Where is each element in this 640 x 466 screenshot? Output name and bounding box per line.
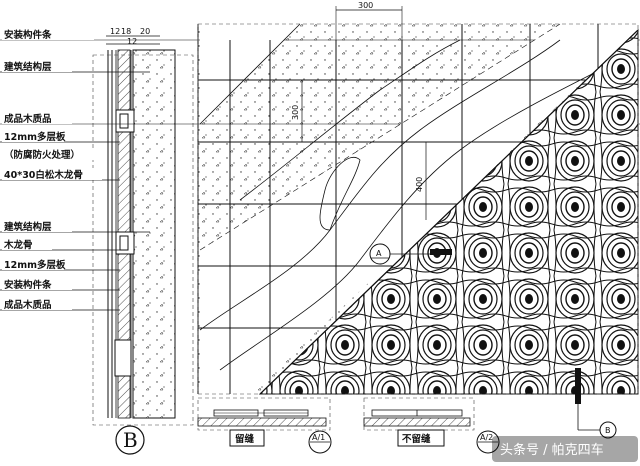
detail-tag-a1: A/1 bbox=[312, 433, 325, 442]
label-fireproof-note: （防腐防火处理） bbox=[4, 149, 80, 161]
dim-12: 12 bbox=[110, 27, 120, 36]
label-finished-wood-2: 成品木质品 bbox=[4, 299, 52, 311]
label-mounting-strip: 安装构件条 bbox=[4, 29, 52, 41]
dim-left-300: 300 bbox=[291, 105, 300, 120]
label-keel: 40*30白松木龙骨 bbox=[4, 169, 83, 181]
detail-b-label: B bbox=[123, 428, 138, 452]
structure-layer bbox=[132, 49, 176, 419]
detail-tag-left: A/1 bbox=[308, 430, 332, 454]
callout-b: B bbox=[575, 368, 617, 439]
dim-top: 300 bbox=[335, 1, 403, 40]
detail-tag-right: A/2 bbox=[476, 430, 500, 454]
detail-tag-a2: A/2 bbox=[480, 433, 493, 442]
joint-detail-nogap: 不留缝 bbox=[363, 397, 475, 447]
mounting-clip-lower bbox=[115, 231, 135, 255]
watermark: 头条号 / 帕克四车 bbox=[492, 436, 638, 462]
joint-detail-gap: 留缝 bbox=[197, 397, 331, 447]
label-plywood: 12mm多层板 bbox=[4, 131, 66, 143]
mounting-clip-upper bbox=[115, 109, 135, 133]
section-labels: 安装构件条 建筑结构层 成品木质品 12mm多层板 （防腐防火处理） 40*30… bbox=[2, 28, 106, 311]
detail-b-marker: B bbox=[115, 425, 145, 455]
dim-12b: 12 bbox=[127, 37, 137, 46]
dim-middle-400: 400 bbox=[415, 177, 424, 192]
callout-a-label: A bbox=[376, 249, 382, 258]
label-structure-layer-2: 建筑结构层 bbox=[3, 221, 52, 233]
callout-b-label: B bbox=[605, 426, 611, 435]
dim-18: 18 bbox=[121, 27, 131, 36]
plaster-band bbox=[200, 24, 638, 394]
top-dimensions: 12 18 20 12 bbox=[106, 27, 160, 46]
dim-middle: 400 bbox=[415, 141, 470, 220]
label-wood-keel: 木龙骨 bbox=[3, 239, 33, 251]
watermark-text: 头条号 / 帕克四车 bbox=[500, 442, 604, 458]
dim-20: 20 bbox=[140, 27, 150, 36]
label-mounting-strip-2: 安装构件条 bbox=[4, 279, 52, 291]
label-finished-wood: 成品木质品 bbox=[4, 113, 52, 125]
wall-section: 12 18 20 12 bbox=[92, 27, 194, 426]
dim-left: 300 bbox=[291, 80, 303, 142]
label-plywood-2: 12mm多层板 bbox=[4, 259, 66, 271]
dim-top-300: 300 bbox=[358, 1, 373, 10]
callout-a: A bbox=[369, 243, 452, 265]
joint-label-gap: 留缝 bbox=[235, 433, 255, 445]
elevation: 300 300 400 A B bbox=[197, 1, 639, 439]
joint-label-nogap: 不留缝 bbox=[402, 433, 431, 445]
label-structure-layer: 建筑结构层 bbox=[3, 61, 52, 73]
